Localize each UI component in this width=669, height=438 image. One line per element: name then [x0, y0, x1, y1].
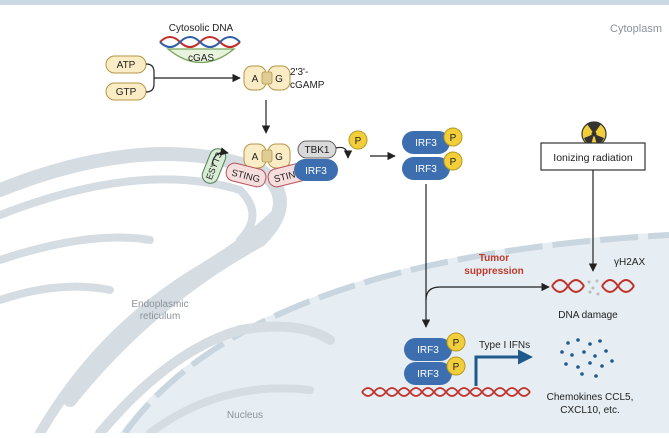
cgamp-name-line2: cGAMP: [290, 80, 325, 91]
phosphate-1: [348, 130, 368, 150]
tumor-suppression-line1: Tumor: [479, 253, 509, 264]
atp-label: ATP: [117, 60, 136, 71]
phosphate-1-label: P: [355, 136, 362, 147]
cgamp-g: G: [275, 74, 283, 85]
nucleus: [120, 232, 669, 435]
irf3-dimer-top: [402, 131, 450, 154]
irf3-dimer-bottom-label: IRF3: [415, 164, 437, 175]
cgas-label: cGAS: [188, 53, 214, 64]
phosphate-2: [443, 127, 463, 147]
damaged-dna: [551, 279, 635, 293]
phosphate-2-label: P: [450, 133, 457, 144]
radiation-label: Ionizing radiation: [553, 152, 633, 164]
er-label-line2: reticulum: [140, 311, 181, 322]
radiation-box: [540, 142, 646, 171]
chemokine-dots: [560, 338, 614, 378]
phosphate-4: [446, 332, 466, 352]
cytosolic-dna-helix: [159, 36, 241, 48]
transcription-arrow: [474, 349, 533, 386]
type-i-ifn-label: Type I IFNs: [479, 340, 530, 351]
nuclear-irf3-bottom: [404, 362, 452, 385]
dna-damage-label: DNA damage: [558, 310, 618, 321]
phosphate-5: [446, 356, 466, 376]
cgas-enzyme: [166, 48, 236, 63]
irf3-dimer-bottom: [402, 157, 450, 180]
gamma-h2ax-label: γH2AX: [614, 257, 645, 268]
chemokines-line2: CXCL10, etc.: [560, 405, 619, 416]
phosphate-4-label: P: [453, 338, 460, 349]
phosphate-5-label: P: [453, 362, 460, 373]
cgamp-bound: [243, 143, 291, 169]
bound-g: G: [275, 152, 283, 163]
tumor-suppression-line2: suppression: [464, 266, 523, 277]
nuclear-dna: [361, 387, 531, 397]
nucleus-label: Nucleus: [227, 410, 263, 421]
endoplasmic-reticulum: [0, 147, 335, 438]
nuclear-irf3-top-label: IRF3: [417, 345, 439, 356]
arrow-to-dna-damage: [425, 282, 550, 301]
gtp-label: GTP: [116, 87, 137, 98]
cgamp-a: A: [252, 74, 259, 85]
irf3-dimer-top-label: IRF3: [415, 138, 437, 149]
nuclear-irf3-bottom-label: IRF3: [417, 369, 439, 380]
cytoplasm-label: Cytoplasm: [610, 23, 662, 35]
cgamp-molecule: [243, 65, 291, 91]
bound-a: A: [252, 152, 259, 163]
phosphorylation-arrow: [335, 146, 353, 159]
er-label-line1: Endoplasmic: [131, 299, 188, 310]
nuclear-irf3-top: [404, 338, 452, 361]
esyt3-curved-arrow: [211, 147, 229, 166]
chemokines-line1: Chemokines CCL5,: [547, 392, 634, 403]
substrate-bracket: [145, 63, 155, 93]
phosphate-3: [443, 151, 463, 171]
tbk1-protein: [297, 140, 337, 159]
radiation-icon: [581, 121, 607, 147]
sting-left: [225, 162, 267, 188]
irf3-bound: [294, 159, 338, 181]
irf3-bound-label: IRF3: [305, 166, 327, 177]
plasma-membrane: [0, 0, 669, 5]
phosphate-3-label: P: [450, 157, 457, 168]
cytosolic-dna-label: Cytosolic DNA: [169, 23, 234, 34]
cgamp-name-line1: 2'3'-: [290, 67, 308, 78]
tbk1-label: TBK1: [304, 145, 329, 156]
dna-break: [587, 279, 600, 296]
